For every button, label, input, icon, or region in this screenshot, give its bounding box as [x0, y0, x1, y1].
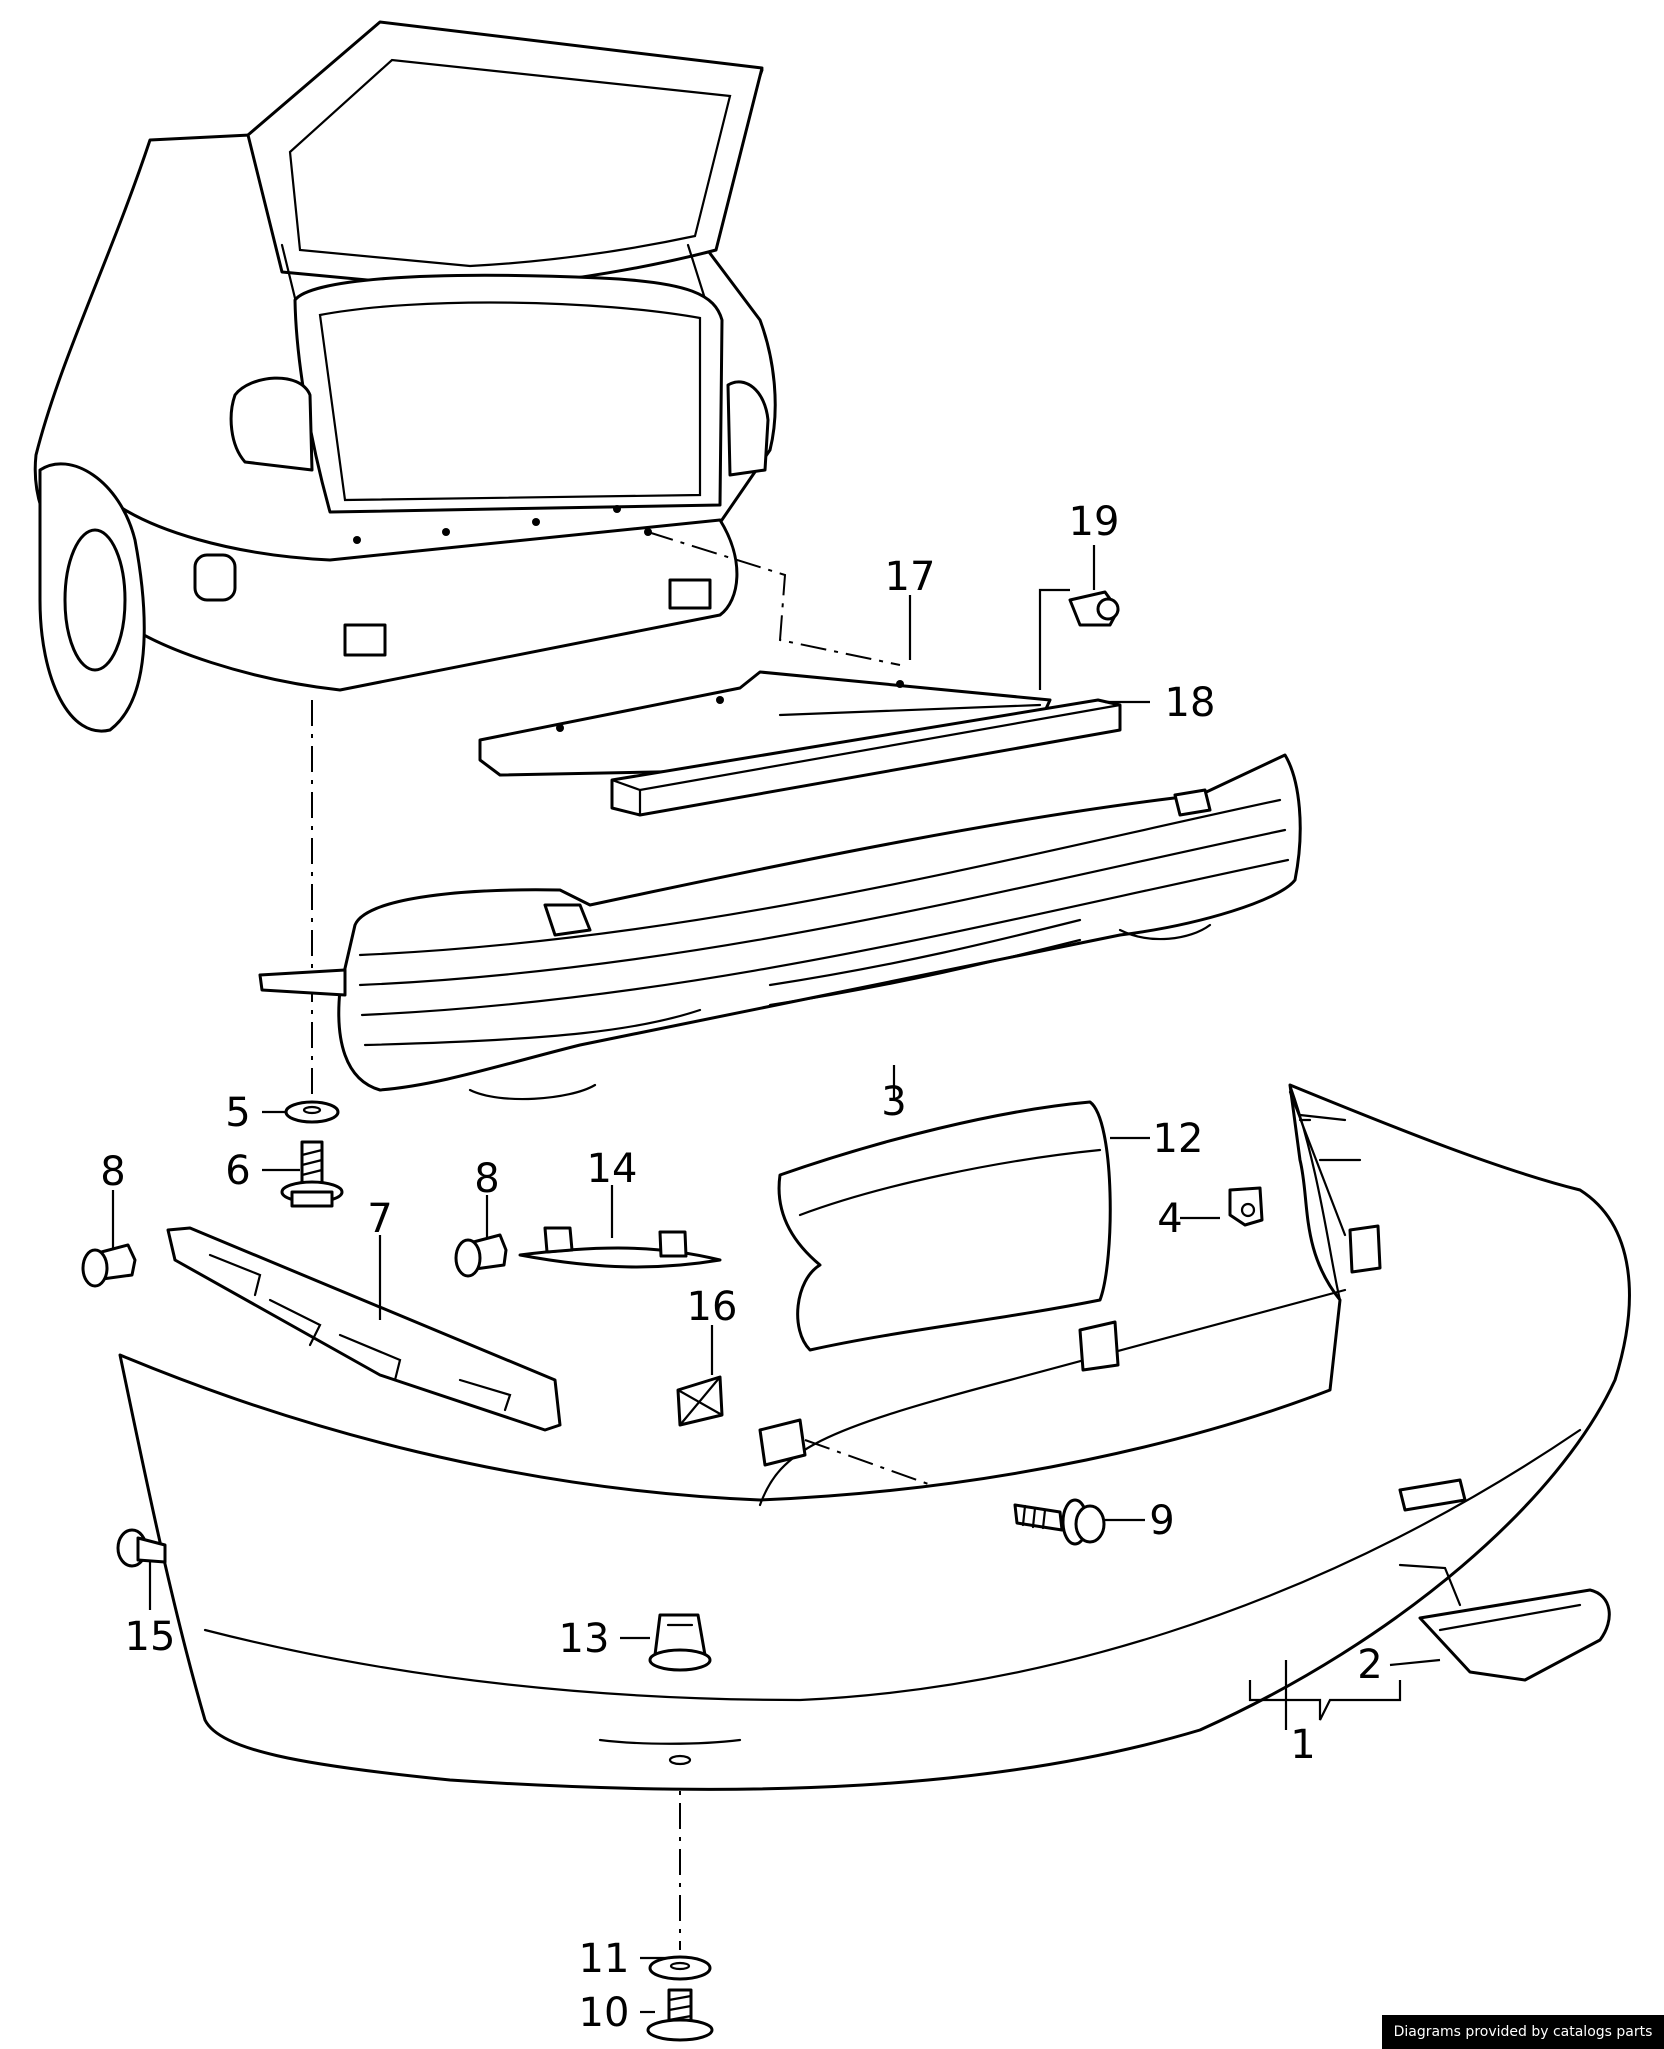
callout-1: 1 — [1290, 1722, 1315, 1768]
callout-14: 14 — [587, 1146, 638, 1192]
callout-8b: 8 — [474, 1156, 499, 1202]
diagram-credit-banner: Diagrams provided by catalogs parts — [1382, 2015, 1664, 2049]
callout-19: 19 — [1069, 499, 1120, 545]
callout-7: 7 — [367, 1196, 392, 1242]
nut-clip-part-13 — [648, 1613, 712, 1672]
clip-part-8-left — [81, 1243, 137, 1288]
guide-line-car-to-bracket — [647, 531, 901, 666]
callout-8a: 8 — [100, 1149, 125, 1195]
tow-eye-cover-part-2 — [1398, 1563, 1611, 1682]
bolt-part-6 — [280, 1140, 344, 1208]
bolt-part-10 — [646, 1988, 714, 2042]
foam-block-part-12 — [777, 1100, 1112, 1352]
clip-part-8-center — [454, 1233, 508, 1278]
callout-labels: 1 2 3 4 5 6 7 8 8 9 10 11 12 13 14 15 16… — [100, 499, 1382, 2036]
bolt-part-9 — [1013, 1498, 1106, 1546]
callout-15: 15 — [125, 1614, 176, 1660]
pad-part-16 — [676, 1375, 724, 1427]
leader-lines — [111, 545, 1441, 2014]
callout-18: 18 — [1165, 680, 1216, 726]
callout-16: 16 — [687, 1284, 738, 1330]
callout-10: 10 — [579, 1990, 630, 2036]
callout-12: 12 — [1153, 1116, 1204, 1162]
callout-5: 5 — [225, 1090, 250, 1136]
foam-strip-part-18 — [610, 698, 1122, 817]
callout-4: 4 — [1157, 1196, 1182, 1242]
callout-9: 9 — [1149, 1498, 1174, 1544]
guide-bracket-part-7 — [166, 1226, 562, 1432]
clip-part-4 — [1228, 1186, 1264, 1227]
callout-11: 11 — [579, 1936, 630, 1982]
trim-strip-part-14 — [518, 1226, 722, 1269]
callout-13: 13 — [559, 1616, 610, 1662]
callout-6: 6 — [225, 1148, 250, 1194]
clip-part-15 — [116, 1528, 167, 1568]
callout-3: 3 — [881, 1079, 906, 1125]
impact-absorber-part-3 — [258, 753, 1302, 1101]
callout-17: 17 — [885, 554, 936, 600]
washer-part-11 — [648, 1955, 712, 1981]
clip-part-19 — [1068, 590, 1120, 627]
bumper-cover-part-1 — [118, 1083, 1631, 1791]
washer-part-5 — [284, 1100, 340, 1124]
car-rear-body — [33, 20, 777, 733]
callout-2: 2 — [1357, 1642, 1382, 1688]
